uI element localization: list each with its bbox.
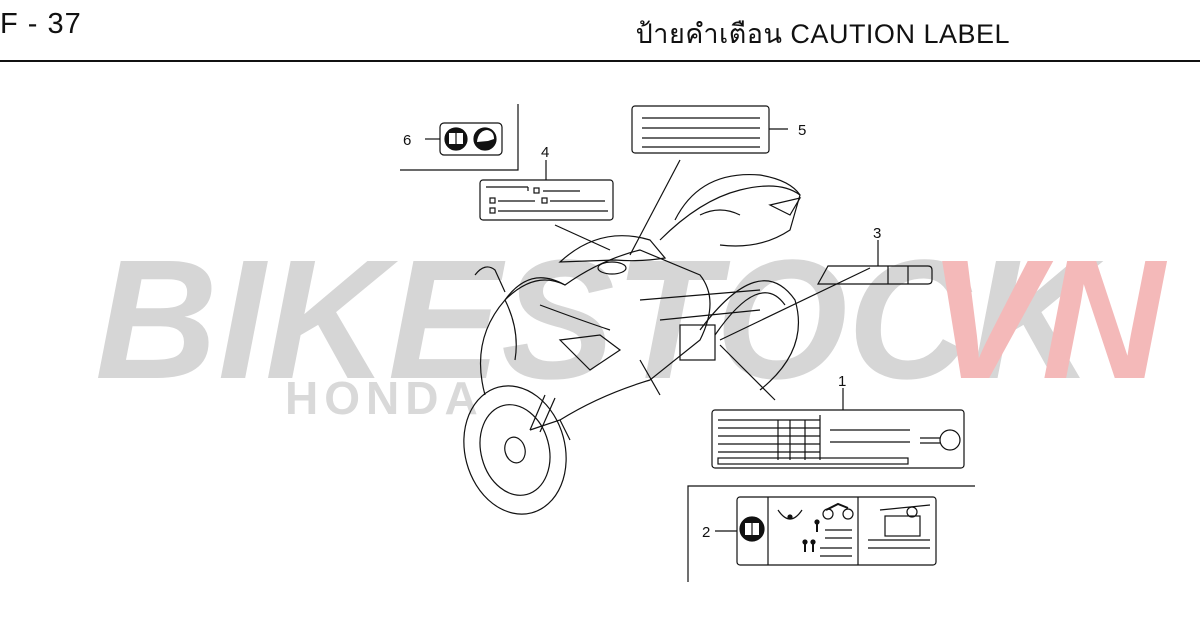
callout-1: 1 — [838, 373, 846, 390]
label-4-group — [479, 160, 614, 251]
callout-6: 6 — [403, 132, 411, 149]
label-5-pointer — [629, 159, 681, 256]
manual-book-icon — [444, 127, 468, 151]
manual-book-icon — [739, 516, 765, 542]
label-6-group — [400, 104, 519, 171]
callout-2: 2 — [702, 524, 710, 541]
label-5-group — [629, 105, 788, 256]
callout-4: 4 — [541, 144, 549, 161]
callout-5: 5 — [798, 122, 806, 139]
label-5[interactable] — [631, 105, 770, 154]
label-4-pointer — [554, 224, 611, 251]
label-1-pointer — [719, 344, 776, 401]
label-3-pointer — [719, 267, 871, 341]
label-3[interactable] — [816, 265, 933, 285]
key-icon — [920, 429, 961, 451]
page-code: F - 37 — [0, 8, 82, 40]
passenger-icon — [802, 539, 816, 552]
label-1-group — [711, 344, 965, 469]
page-title: ป้ายคำเตือน CAUTION LABEL — [635, 19, 1010, 49]
callout-3: 3 — [873, 225, 881, 242]
tire-pressure-icon — [777, 509, 803, 520]
label-2-group — [687, 485, 975, 582]
label-2-frame — [687, 485, 975, 582]
rider-icon — [814, 519, 820, 532]
motorcycle-illustration — [463, 173, 802, 515]
chain-adjust-icon — [868, 504, 931, 549]
header-rule — [0, 60, 1200, 62]
label-6-frame — [400, 104, 519, 171]
label-1[interactable] — [711, 409, 965, 469]
motorcycle-icon — [822, 502, 854, 520]
helmet-icon — [473, 127, 497, 151]
label-3-group — [719, 240, 933, 341]
